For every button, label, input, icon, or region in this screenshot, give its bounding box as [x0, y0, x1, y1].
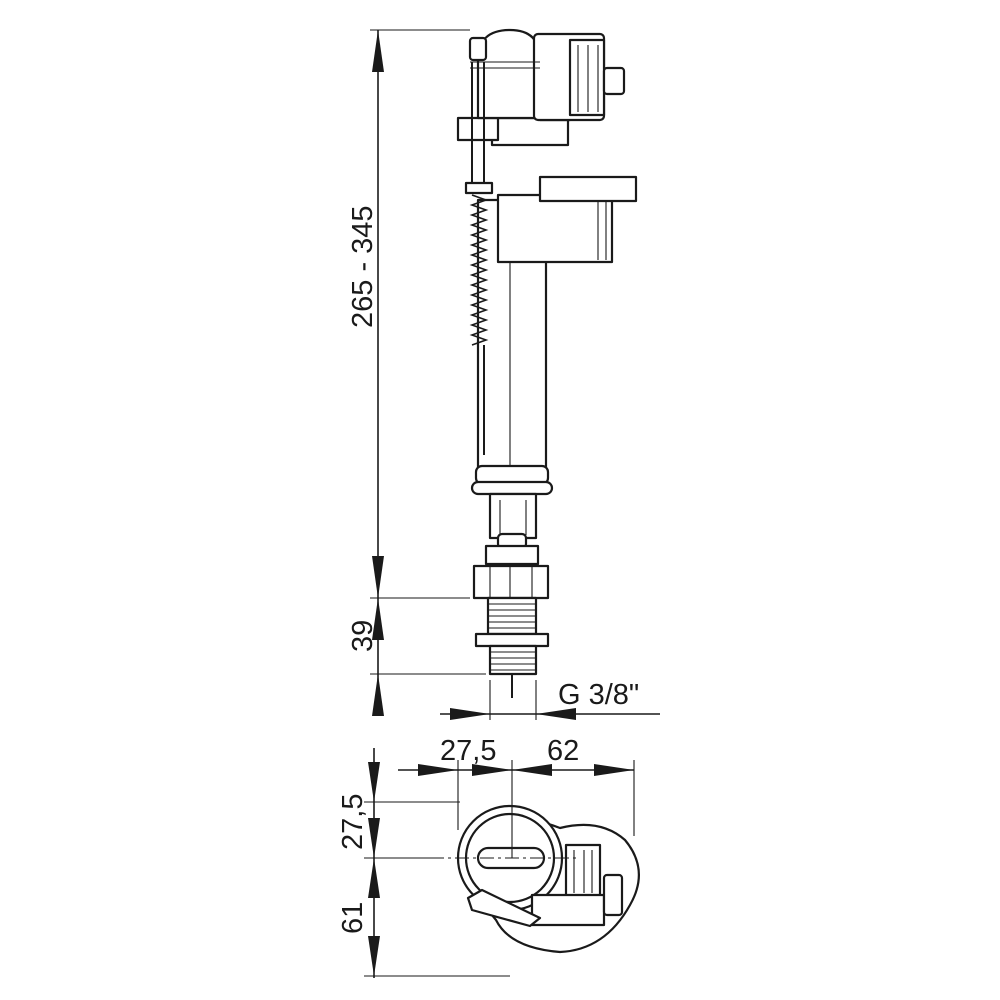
side-offset-lower-label: 61: [337, 902, 369, 934]
side-offset-upper-label: 27,5: [337, 794, 369, 850]
thread-length-label: 39: [347, 620, 379, 652]
fill-valve-top-view: [456, 804, 640, 954]
thread-size-label: G 3/8": [558, 679, 639, 711]
height-range-label: 265 - 345: [347, 205, 379, 328]
fill-valve-side-view: [456, 28, 638, 698]
top-offset-left-label: 27,5: [440, 735, 496, 767]
dimension-lines: [364, 29, 660, 978]
top-offset-right-label: 62: [547, 735, 579, 767]
